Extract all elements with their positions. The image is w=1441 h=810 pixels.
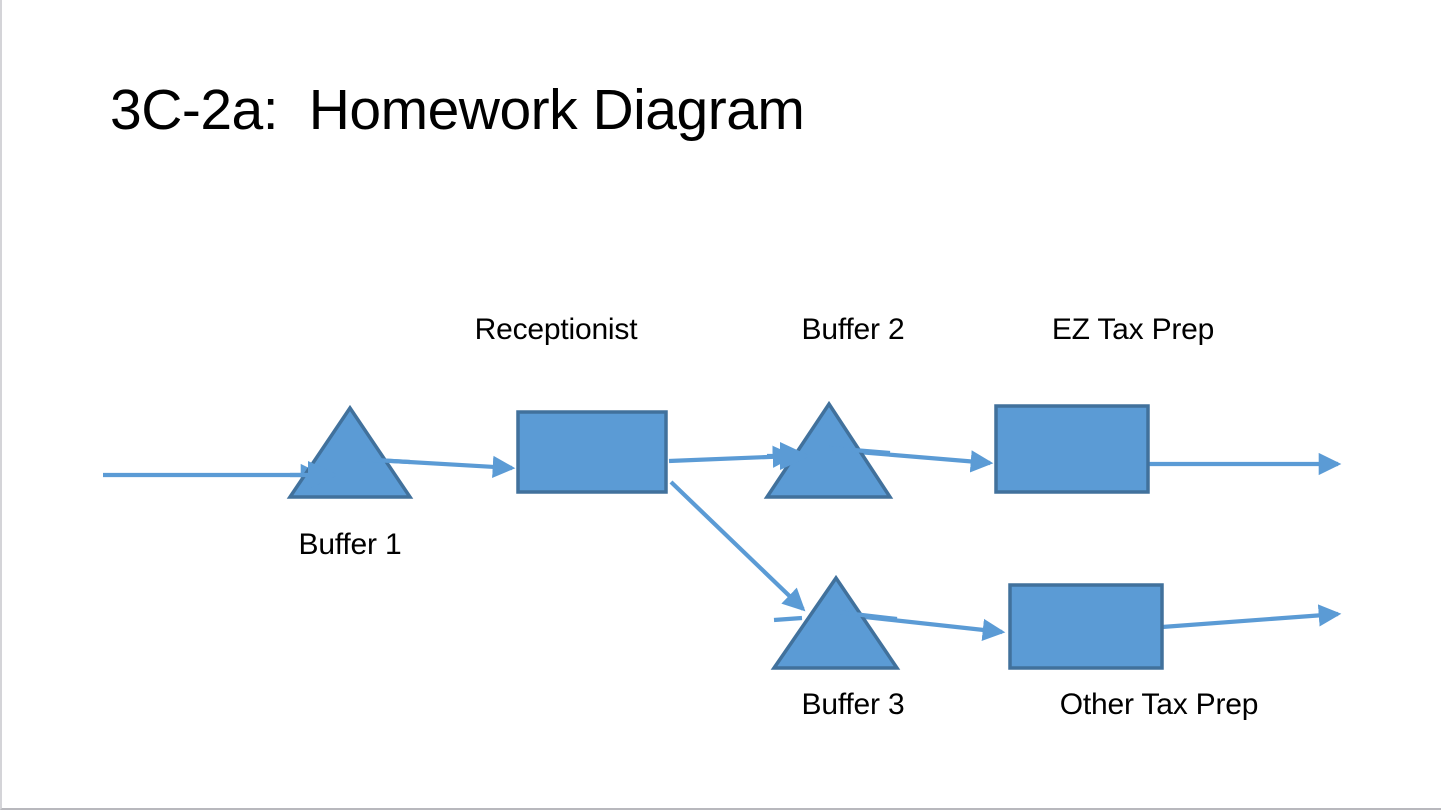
node-shape-buffer3[interactable] [770,574,901,670]
node-label-buffer3: Buffer 3 [801,688,905,721]
page-title: 3C-2a: Homework Diagram [110,78,805,142]
connector-receptionist-to-buffer3 [669,480,806,612]
node-label-eztaxprep: EZ Tax Prep [1051,313,1215,346]
node-label-buffer1: Buffer 1 [298,528,402,561]
node-shape-eztaxprep[interactable] [994,404,1150,494]
node-label-receptionist: Receptionist [474,313,638,346]
node-shape-receptionist[interactable] [516,410,668,494]
node-shape-othertaxprep[interactable] [1008,583,1164,670]
connector-othertaxprep-exit [1161,604,1342,630]
node-label-othertaxprep: Other Tax Prep [1059,688,1259,721]
node-label-buffer2: Buffer 2 [801,313,905,346]
